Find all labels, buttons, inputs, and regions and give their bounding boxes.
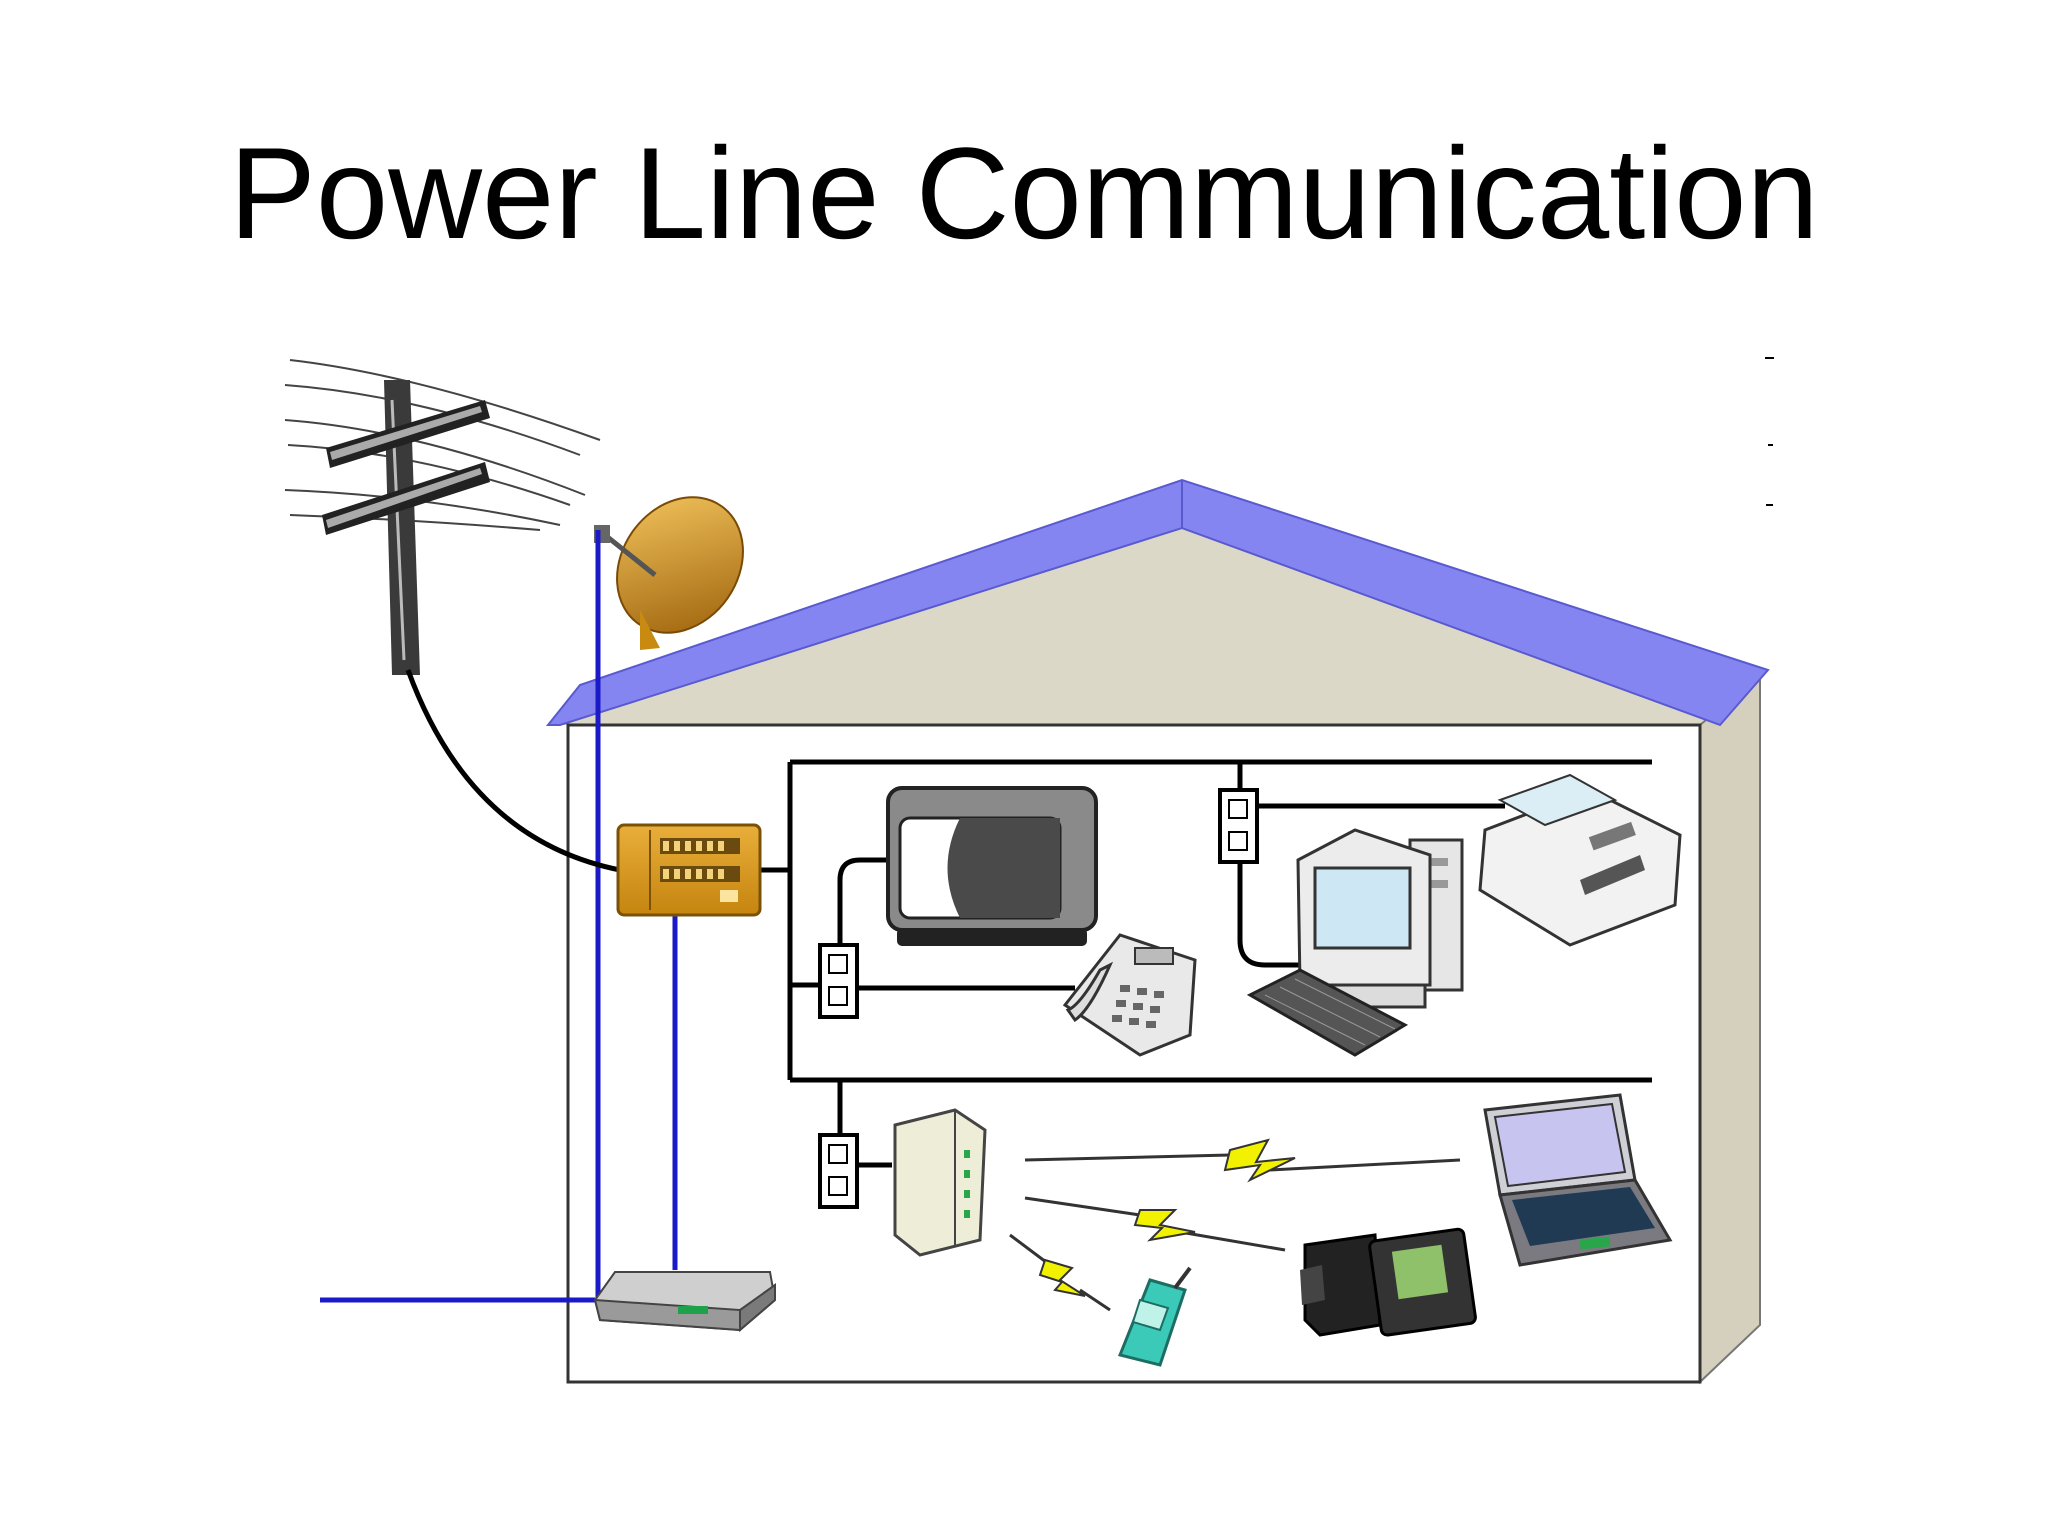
slide-title: Power Line Communication bbox=[229, 120, 1819, 266]
wireless-links bbox=[1009, 1138, 1461, 1312]
satellite-dish-icon bbox=[594, 496, 744, 650]
power-wiring bbox=[405, 669, 1652, 1168]
access-point-icon bbox=[893, 1108, 987, 1257]
modem-icon bbox=[593, 1271, 777, 1333]
desktop-computer-icon bbox=[1246, 828, 1464, 1057]
outlet-icon bbox=[1218, 788, 1259, 864]
signal-bolt bbox=[1038, 1258, 1086, 1297]
signal-bolt bbox=[1133, 1209, 1196, 1242]
outlet-icon bbox=[818, 1133, 859, 1209]
pda-icon bbox=[1300, 1227, 1477, 1337]
outlet-icon bbox=[818, 943, 859, 1019]
house-roof bbox=[545, 478, 1770, 727]
mobile-phone-icon bbox=[1117, 1266, 1192, 1367]
laptop-icon bbox=[1483, 1093, 1673, 1267]
house-side-wall bbox=[1699, 672, 1761, 1385]
fax-printer-icon bbox=[1478, 773, 1682, 947]
house-gable bbox=[560, 485, 1760, 725]
signal-bolt bbox=[1223, 1138, 1296, 1183]
signal-cables bbox=[320, 530, 678, 1303]
utility-pole-icon bbox=[284, 359, 601, 675]
television-icon bbox=[886, 786, 1098, 946]
service-drop bbox=[405, 669, 621, 873]
edge-marks bbox=[1765, 357, 1774, 506]
breaker-panel-icon bbox=[616, 823, 762, 917]
telephone-icon bbox=[1062, 933, 1197, 1057]
